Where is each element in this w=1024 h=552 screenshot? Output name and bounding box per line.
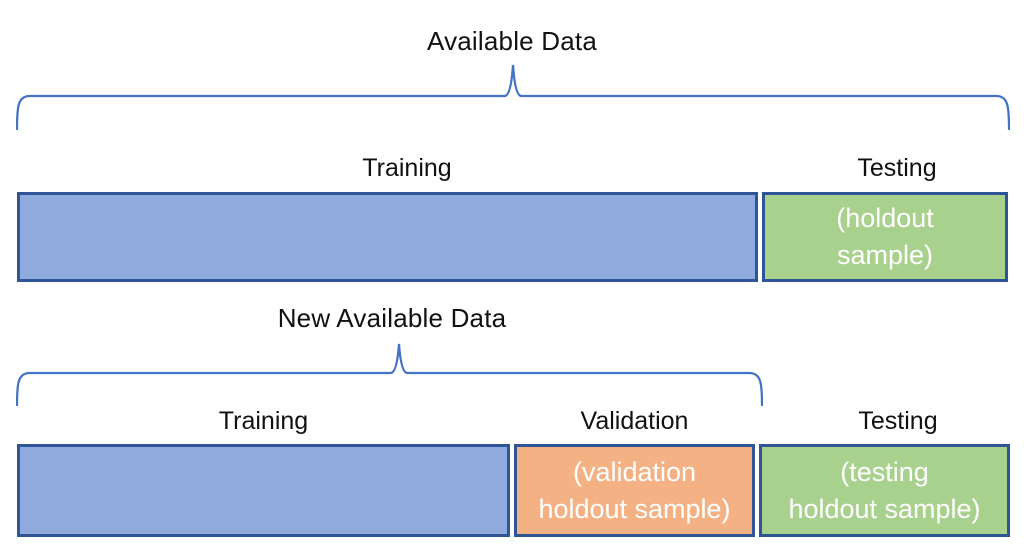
top-brace-icon <box>16 64 1010 131</box>
bottom-validation-box: (validation holdout sample) <box>514 444 755 537</box>
top-testing-label: Testing <box>857 154 937 182</box>
bottom-testing-label: Testing <box>858 407 938 435</box>
bottom-validation-label: Validation <box>580 407 689 435</box>
available-data-title: Available Data <box>427 26 597 56</box>
new-available-data-title: New Available Data <box>277 303 507 333</box>
bottom-brace-icon <box>16 343 764 407</box>
top-testing-box-line2: sample) <box>836 240 934 270</box>
bottom-validation-box-line2: holdout sample) <box>538 493 731 524</box>
bottom-testing-box-line1: (testing <box>840 456 929 487</box>
bottom-testing-box-line2: holdout sample) <box>788 493 981 524</box>
top-training-box <box>17 192 758 282</box>
bottom-training-box <box>17 444 510 537</box>
bottom-training-label: Training <box>218 407 309 435</box>
top-training-label: Training <box>362 154 452 182</box>
top-testing-box: (holdout sample) <box>762 192 1008 282</box>
top-testing-box-line1: (holdout <box>836 203 934 233</box>
bottom-testing-box: (testing holdout sample) <box>759 444 1010 537</box>
bottom-validation-box-line1: (validation <box>572 456 697 487</box>
